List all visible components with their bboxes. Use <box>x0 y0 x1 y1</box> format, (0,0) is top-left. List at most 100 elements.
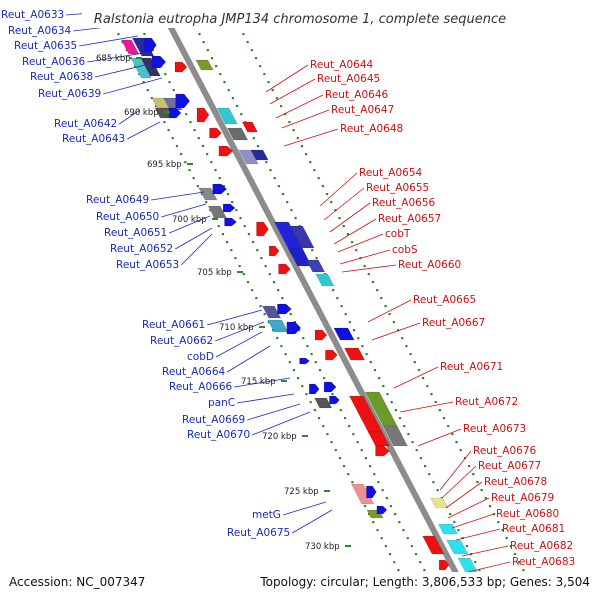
right-gene-label-15[interactable]: Reut_A0672 <box>455 396 518 408</box>
right-connector-12 <box>367 299 412 323</box>
left-gene-label-6[interactable]: Reut_A0642 <box>54 118 117 130</box>
right-connector-16 <box>417 428 462 447</box>
right-gene-label-4[interactable]: Reut_A0648 <box>340 123 403 135</box>
chromosome-backbone <box>163 16 473 600</box>
left-gene-label-16[interactable]: Reut_A0664 <box>162 366 226 378</box>
gene-feature-4 <box>140 57 161 77</box>
left-gene-label-22[interactable]: Reut_A0675 <box>227 527 290 539</box>
left-connector-16 <box>227 345 271 373</box>
left-gene-label-13[interactable]: Reut_A0661 <box>142 319 205 331</box>
right-gene-label-22[interactable]: Reut_A0681 <box>502 523 565 535</box>
gene-feature-28 <box>290 225 315 249</box>
right-gene-label-1[interactable]: Reut_A0645 <box>317 73 380 85</box>
right-gene-label-18[interactable]: Reut_A0677 <box>478 460 541 472</box>
tick-label-5: 710 kbp <box>219 323 254 333</box>
left-gene-label-2[interactable]: Reut_A0635 <box>14 40 77 52</box>
right-gene-label-23[interactable]: Reut_A0682 <box>510 540 573 552</box>
gene-feature-34 <box>261 305 282 319</box>
gene-feature-57 <box>437 523 458 535</box>
left-gene-label-21[interactable]: metG <box>252 509 281 521</box>
gene-features <box>121 37 479 575</box>
right-gene-label-13[interactable]: Reut_A0667 <box>422 317 485 329</box>
gene-feature-10 <box>175 93 191 109</box>
right-gene-label-2[interactable]: Reut_A0646 <box>325 89 389 101</box>
right-connector-10 <box>339 249 391 265</box>
left-gene-label-9[interactable]: Reut_A0650 <box>96 211 159 223</box>
right-gene-label-6[interactable]: Reut_A0655 <box>366 182 429 194</box>
gene-feature-50 <box>367 431 390 447</box>
left-gene-label-14[interactable]: Reut_A0662 <box>150 335 213 347</box>
gene-feature-20 <box>250 149 269 161</box>
right-gene-label-9[interactable]: cobT <box>385 228 411 240</box>
gene-feature-15 <box>209 127 222 139</box>
gene-feature-49 <box>382 425 408 447</box>
left-gene-label-8[interactable]: Reut_A0649 <box>86 194 149 206</box>
gene-feature-2 <box>144 37 157 53</box>
right-gene-label-20[interactable]: Reut_A0679 <box>491 492 554 504</box>
left-gene-label-11[interactable]: Reut_A0652 <box>110 243 173 255</box>
genome-summary-text: Topology: circular; Length: 3,806,533 bp… <box>259 575 590 589</box>
left-gene-label-15[interactable]: cobD <box>187 351 214 363</box>
right-gene-label-21[interactable]: Reut_A0680 <box>496 508 559 520</box>
left-gene-label-18[interactable]: panC <box>208 397 235 409</box>
left-connector-19 <box>247 403 301 421</box>
gene-feature-42 <box>299 357 311 365</box>
gene-feature-24 <box>222 203 236 213</box>
left-gene-label-4[interactable]: Reut_A0638 <box>30 71 93 83</box>
left-gene-label-1[interactable]: Reut_A0634 <box>8 25 72 37</box>
gene-feature-5 <box>151 55 167 69</box>
left-gene-label-19[interactable]: Reut_A0669 <box>182 414 245 426</box>
left-gene-label-7[interactable]: Reut_A0643 <box>62 133 125 145</box>
right-gene-label-19[interactable]: Reut_A0678 <box>484 476 547 488</box>
right-connector-19 <box>445 481 483 509</box>
left-gene-label-17[interactable]: Reut_A0666 <box>169 381 233 393</box>
right-connector-0 <box>265 64 309 93</box>
map-title: Ralstonia eutropha JMP134 chromosome 1, … <box>94 12 506 27</box>
right-gene-label-16[interactable]: Reut_A0673 <box>463 423 526 435</box>
right-gene-label-14[interactable]: Reut_A0671 <box>440 361 503 373</box>
gene-feature-22 <box>212 183 228 195</box>
gene-feature-44 <box>323 381 337 393</box>
tick-label-4: 705 kbp <box>197 268 232 278</box>
right-gene-label-17[interactable]: Reut_A0676 <box>473 445 537 457</box>
right-connector-17 <box>439 450 472 491</box>
gene-feature-41 <box>343 347 366 361</box>
right-gene-label-0[interactable]: Reut_A0644 <box>310 59 374 71</box>
right-gene-label-7[interactable]: Reut_A0656 <box>372 197 436 209</box>
gene-feature-18 <box>218 145 234 157</box>
right-connector-20 <box>447 497 490 519</box>
tick-label-3: 700 kbp <box>172 215 207 225</box>
right-gene-label-10[interactable]: cobS <box>392 244 418 256</box>
left-connector-7 <box>127 121 161 140</box>
left-gene-label-12[interactable]: Reut_A0653 <box>116 259 179 271</box>
gene-feature-36 <box>267 319 289 333</box>
gene-feature-26 <box>256 221 269 237</box>
left-connector-18 <box>237 393 295 404</box>
gene-feature-12 <box>168 107 182 119</box>
right-connector-21 <box>451 513 495 529</box>
gene-feature-17 <box>241 121 258 133</box>
gene-feature-46 <box>329 395 340 405</box>
right-gene-label-8[interactable]: Reut_A0657 <box>378 213 441 225</box>
left-connector-3 <box>87 51 151 63</box>
left-gene-label-5[interactable]: Reut_A0639 <box>38 88 101 100</box>
gene-feature-33 <box>315 273 335 287</box>
right-gene-label-11[interactable]: Reut_A0660 <box>398 259 461 271</box>
left-gene-label-20[interactable]: Reut_A0670 <box>187 429 250 441</box>
right-connector-24 <box>467 561 511 573</box>
tick-label-6: 715 kbp <box>241 377 276 387</box>
right-gene-label-24[interactable]: Reut_A0683 <box>512 556 575 568</box>
right-connector-2 <box>275 94 324 119</box>
right-gene-label-5[interactable]: Reut_A0654 <box>359 167 423 179</box>
left-connector-17 <box>234 377 291 388</box>
left-gene-label-10[interactable]: Reut_A0651 <box>104 227 167 239</box>
left-gene-label-3[interactable]: Reut_A0636 <box>22 56 86 68</box>
tick-label-7: 720 kbp <box>262 432 297 442</box>
left-connector-21 <box>282 501 327 516</box>
right-gene-label-12[interactable]: Reut_A0665 <box>413 294 476 306</box>
gene-feature-32 <box>278 263 291 275</box>
accession-text: Accession: NC_007347 <box>9 575 145 589</box>
right-gene-label-3[interactable]: Reut_A0647 <box>331 104 394 116</box>
left-gene-label-0[interactable]: Reut_A0633 <box>1 9 64 21</box>
